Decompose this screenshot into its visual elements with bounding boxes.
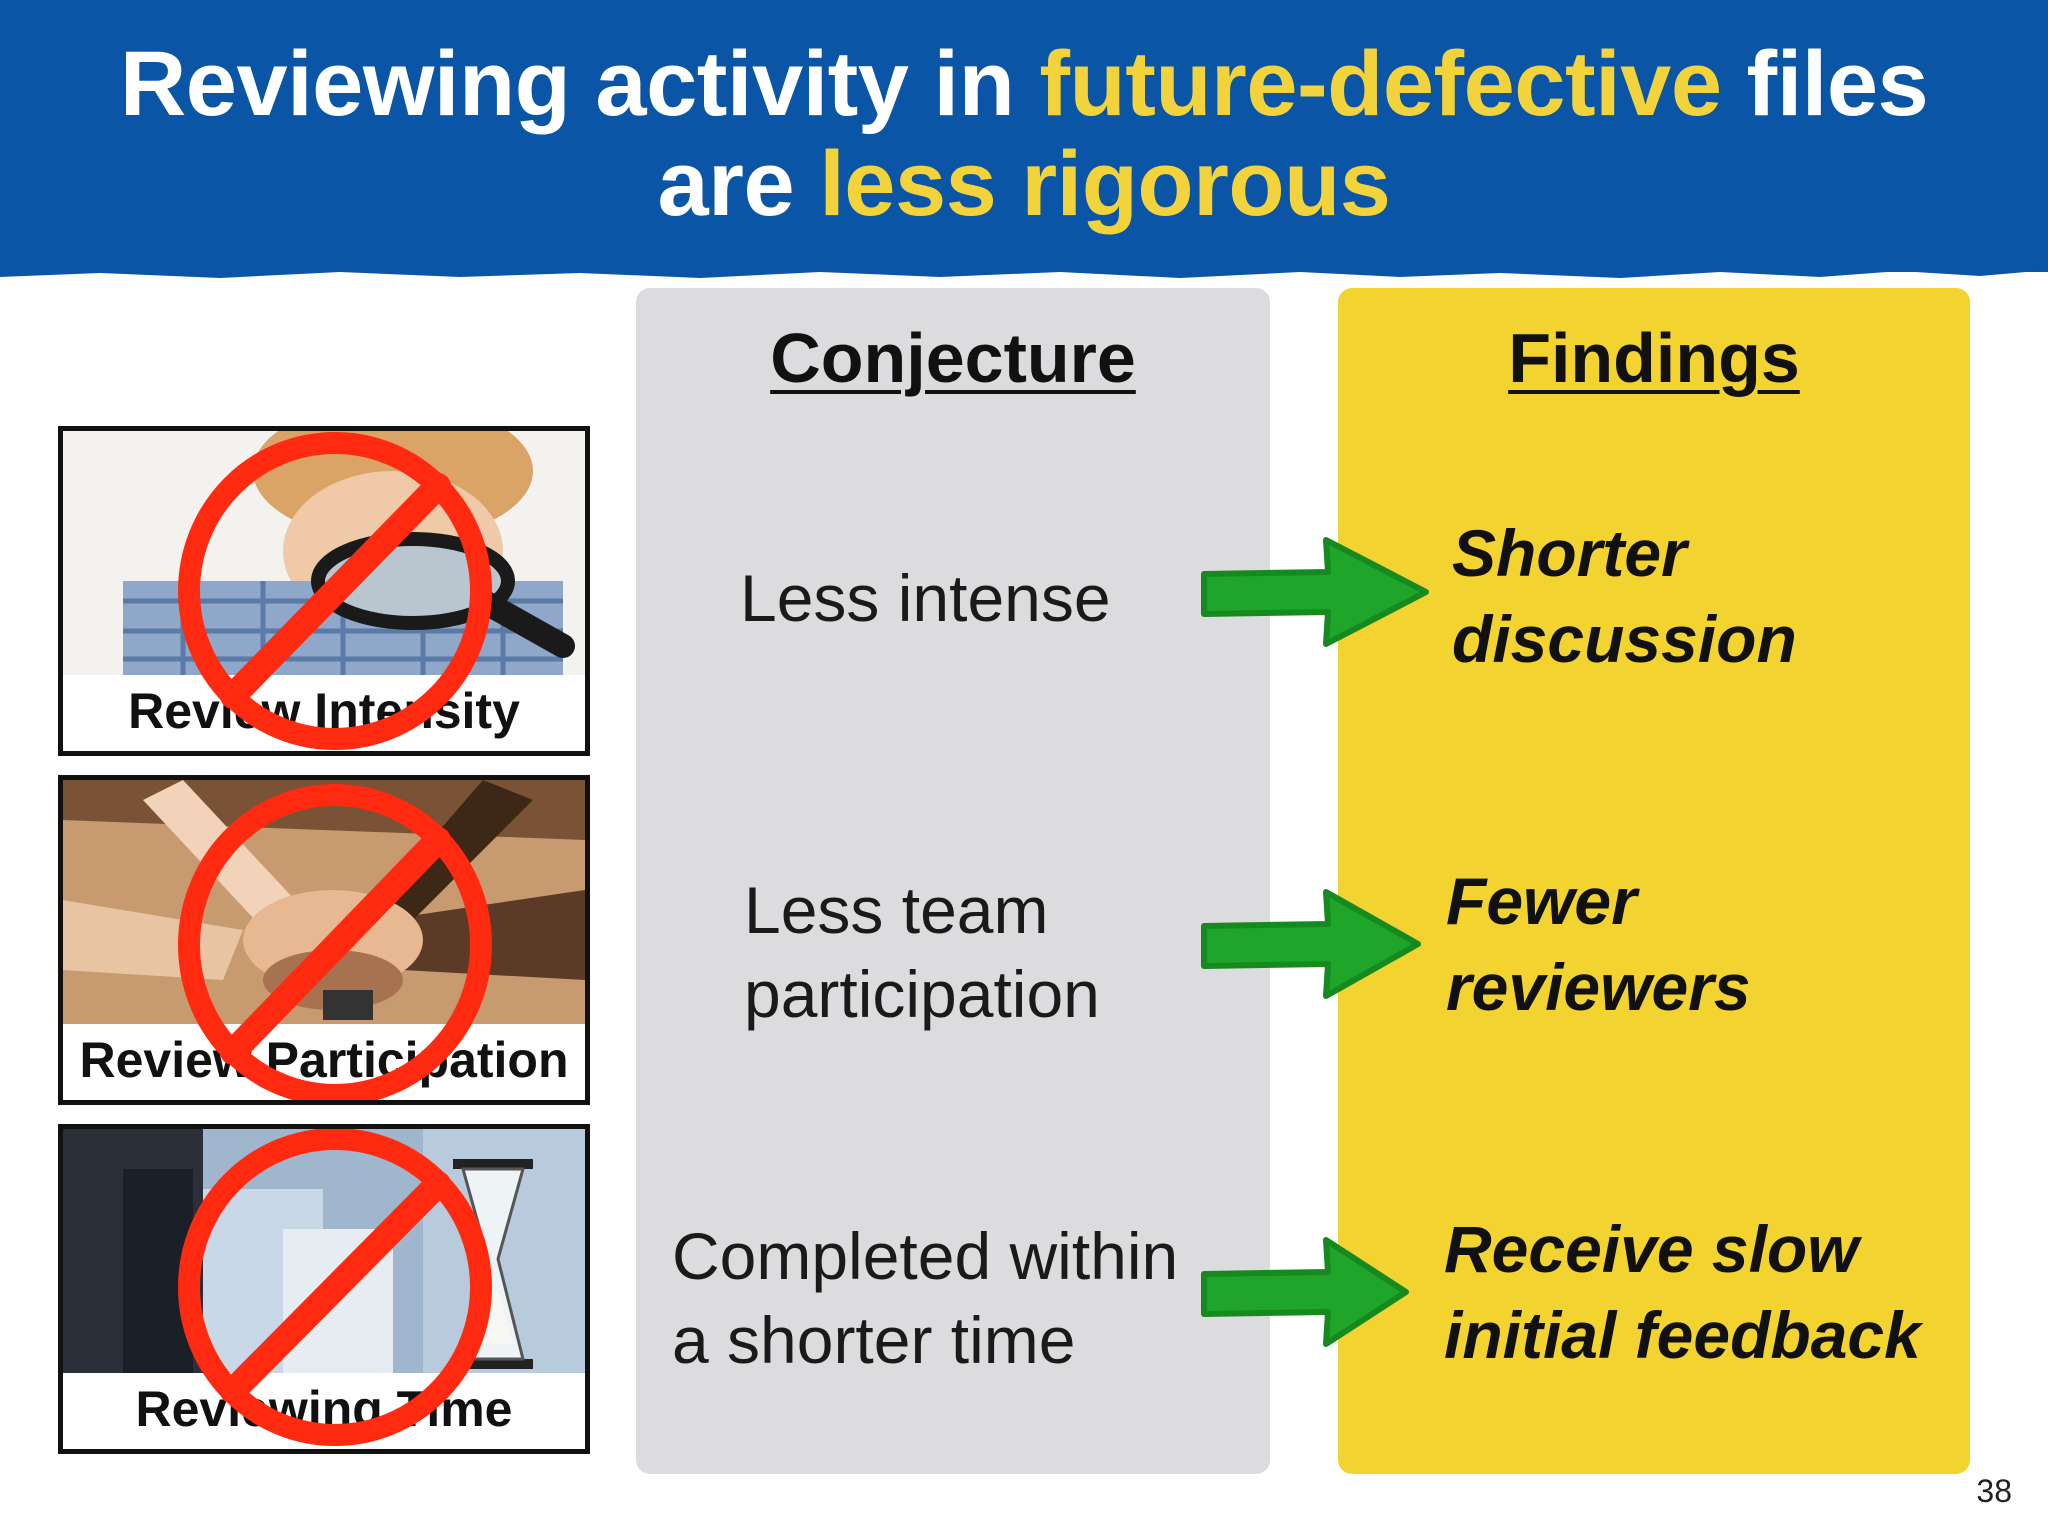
slide-title: Reviewing activity in future-defective f…: [0, 34, 2048, 234]
finding-item-1-line1: Shorter: [1452, 516, 1687, 590]
findings-heading: Findings: [1508, 319, 1800, 397]
prohibition-icon: [178, 432, 492, 750]
conjecture-item-2-line2: participation: [744, 957, 1100, 1031]
arrow-right-icon: [1201, 537, 1429, 647]
conjecture-item-1: Less intense: [740, 556, 1111, 640]
caption-review-participation: Review Participation: [79, 1032, 569, 1088]
page-number: 38: [1976, 1473, 2012, 1509]
title-text-1: Reviewing activity in: [119, 33, 1040, 135]
title-highlight-2: less rigorous: [819, 133, 1391, 235]
finding-item-3-line2: initial feedback: [1444, 1298, 1921, 1372]
title-highlight-1: future-defective: [1039, 33, 1722, 135]
title-text-2: files: [1721, 33, 1929, 135]
conjecture-item-2-line1: Less team: [744, 873, 1049, 947]
conjecture-item-3-line1: Completed within: [672, 1219, 1179, 1293]
arrow-right-icon: [1201, 889, 1421, 999]
panel-review-participation: Review Participation: [58, 775, 590, 1105]
panel-review-intensity: Review Intensity: [58, 426, 590, 756]
conjecture-heading: Conjecture: [770, 319, 1136, 397]
torn-edge: [0, 262, 2048, 278]
stacked-hands-image: [63, 780, 585, 1024]
conjecture-item-3: Completed within a shorter time: [672, 1214, 1178, 1382]
hourglass-business-image: [63, 1129, 585, 1373]
finding-item-1: Shorter discussion: [1452, 510, 1797, 682]
conjecture-item-1-line1: Less intense: [740, 561, 1111, 635]
finding-item-1-line2: discussion: [1452, 602, 1797, 676]
finding-item-2-line1: Fewer: [1446, 864, 1637, 938]
conjecture-item-3-line2: a shorter time: [672, 1303, 1076, 1377]
finding-item-2: Fewer reviewers: [1446, 858, 1751, 1030]
panel-reviewing-time: Reviewing Time: [58, 1124, 590, 1454]
finding-item-3-line1: Receive slow: [1444, 1212, 1859, 1286]
finding-item-2-line2: reviewers: [1446, 950, 1751, 1024]
arrow-right-icon: [1201, 1237, 1409, 1347]
conjecture-item-2: Less team participation: [744, 868, 1100, 1036]
prohibition-icon: [178, 784, 492, 1100]
prohibition-icon: [178, 1129, 492, 1446]
finding-item-3: Receive slow initial feedback: [1444, 1206, 1921, 1378]
title-text-3: are: [657, 133, 820, 235]
findings-column: Findings Shorter discussion Fewer review…: [1338, 288, 1970, 1474]
conjecture-column: Conjecture Less intense Less team partic…: [636, 288, 1270, 1474]
title-banner: Reviewing activity in future-defective f…: [0, 0, 2048, 272]
